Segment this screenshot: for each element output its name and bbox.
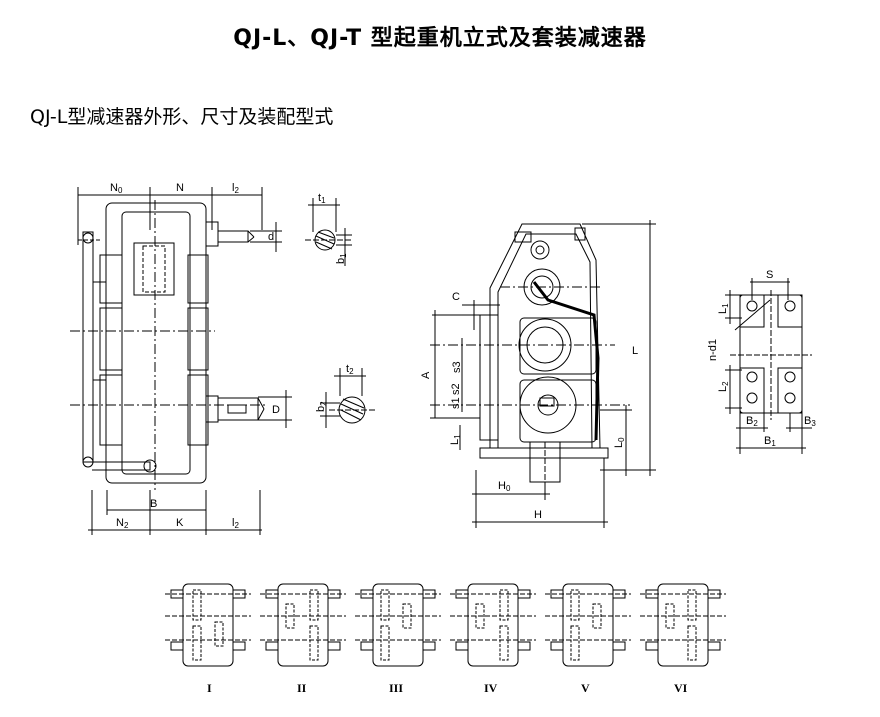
label-n2: N: [116, 517, 124, 529]
page-title: QJ-L、QJ-T 型起重机立式及套装减速器: [233, 26, 647, 51]
foot-plan-view: S L1 n-d1 L2 B2 B3 B1: [707, 269, 816, 454]
label-K: K: [176, 517, 184, 529]
label-l1-plan: L: [717, 308, 729, 314]
label-D: D: [272, 404, 280, 416]
svg-text:IV: IV: [484, 681, 498, 695]
svg-text:II: II: [297, 681, 307, 695]
label-n: N: [176, 182, 184, 194]
svg-text:B2: B2: [746, 415, 758, 428]
svg-text:t2: t2: [346, 363, 354, 376]
label-S: S: [766, 269, 773, 281]
svg-text:H0: H0: [498, 480, 511, 493]
svg-text:B3: B3: [804, 415, 816, 428]
label-d: d: [268, 231, 274, 243]
label-s2: s2: [450, 383, 462, 395]
assembly-type-III: III: [355, 583, 441, 695]
svg-text:t1: t1: [318, 192, 326, 205]
label-nd1: n-d1: [707, 339, 719, 361]
svg-text:l2: l2: [232, 182, 239, 195]
label-b2-plan: B: [746, 415, 753, 427]
label-l2-plan: L: [717, 386, 729, 392]
shaft-section-top: t1 b1: [305, 192, 352, 266]
label-l1-side: L: [449, 439, 461, 445]
svg-text:III: III: [389, 681, 403, 695]
label-s1: s1: [450, 397, 462, 409]
label-b1-plan: B: [764, 435, 771, 447]
svg-text:L1: L1: [717, 303, 730, 314]
assembly-type-I: I: [165, 583, 251, 695]
label-l2-bottom: l: [232, 517, 234, 529]
side-view: C A s3 s2 s1 L1 L0 L H0 H: [420, 220, 656, 528]
svg-text:N2: N2: [116, 517, 129, 530]
assembly-type-V: V: [545, 583, 631, 695]
label-l0: L: [613, 442, 625, 448]
label-n0: N: [110, 182, 118, 194]
svg-text:b2: b2: [315, 401, 328, 412]
svg-text:b1: b1: [335, 253, 348, 264]
section-subtitle: QJ-L型减速器外形、尺寸及装配型式: [30, 106, 334, 128]
svg-text:L1: L1: [449, 434, 462, 445]
label-s3: s3: [451, 361, 463, 373]
label-A: A: [420, 371, 432, 379]
shaft-section-bottom: t2 b2: [315, 363, 375, 428]
svg-text:V: V: [581, 681, 590, 695]
label-h0: H: [498, 480, 506, 492]
assembly-types: I II III: [165, 583, 726, 695]
label-l2-top: l: [232, 182, 234, 194]
svg-text:I: I: [207, 681, 212, 695]
label-C: C: [452, 291, 460, 303]
assembly-type-VI: VI: [640, 583, 726, 695]
svg-text:l2: l2: [232, 517, 239, 530]
svg-text:VI: VI: [674, 681, 688, 695]
assembly-type-IV: IV: [450, 583, 536, 695]
front-view: N0 N l2 d: [70, 182, 292, 535]
label-H: H: [534, 509, 542, 521]
label-B: B: [150, 498, 157, 510]
svg-text:L0: L0: [613, 437, 626, 448]
svg-text:L2: L2: [717, 381, 730, 392]
label-L: L: [632, 345, 638, 357]
label-b3-plan: B: [804, 415, 811, 427]
svg-text:B1: B1: [764, 435, 776, 448]
svg-text:N0: N0: [110, 182, 123, 195]
assembly-type-II: II: [260, 583, 346, 695]
